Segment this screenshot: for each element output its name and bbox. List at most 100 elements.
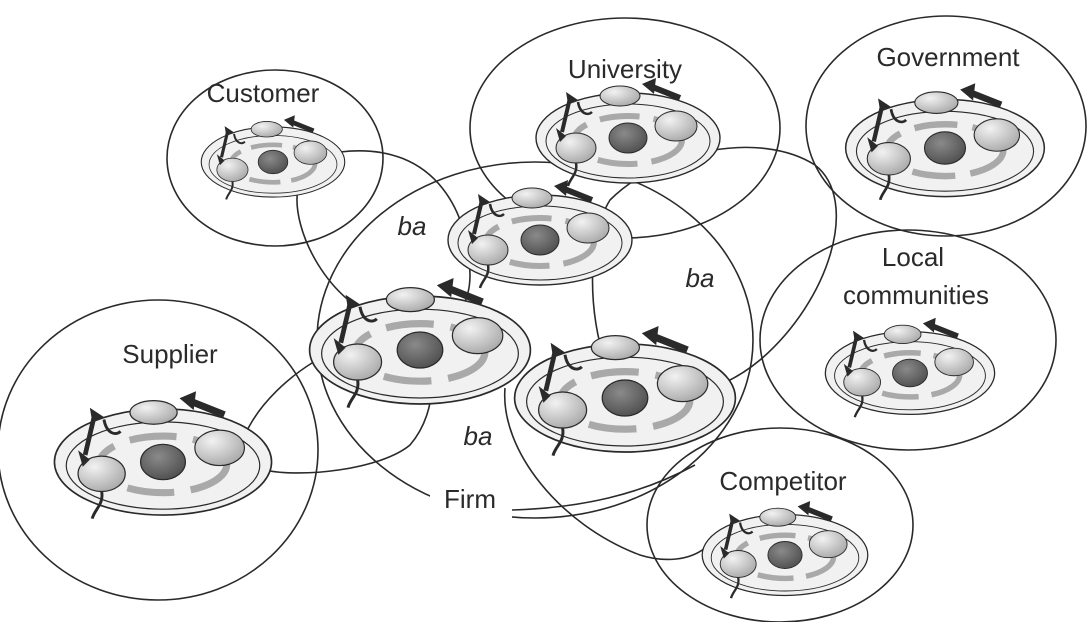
unit-bubble-top [590,334,641,361]
unit-arrowhead-bold [283,115,295,128]
unit-bubble-top [129,400,178,425]
supplier-label: Supplier [122,339,218,369]
unit-arrow-bold [967,88,1003,108]
unit-bubble-top [250,121,283,138]
customer-label: Customer [207,78,320,108]
unit-bubble-right [566,212,610,244]
unit-bubble-top [511,187,553,209]
unit-arrowhead-down [468,230,478,244]
unit-bubble-top [385,286,436,313]
unit-tail [566,162,578,187]
government-circle [805,15,1087,237]
unit-bubble-right [973,118,1021,152]
unit-curl-arrow [889,108,908,124]
unit-curl-arrow [233,133,246,145]
unit-center [767,541,803,569]
unit-arrowhead-bold [641,326,659,346]
unit-supplier [53,391,273,520]
unit-tail [551,427,565,457]
unit-tail [878,174,891,201]
unit-arrowhead-down [843,363,853,377]
firm-label-box [430,478,512,518]
unit-arrowhead-bold [642,78,656,94]
unit-tail [346,379,360,409]
unit-arrowhead-bold [960,83,976,101]
unit-arrow-bold [560,185,594,203]
unit-center [257,149,289,175]
unit-arrowhead-down [333,338,346,355]
government-label: Government [876,42,1020,72]
units-layer [53,78,1046,599]
unit-arrowhead-up [550,342,565,358]
unit-bubble-top [914,91,959,114]
competitor-circle [646,427,914,622]
ba-label-bottom: ba [464,421,493,451]
unit-arrowhead-bold [797,501,811,516]
unit-arrowhead-down [720,546,730,559]
unit-government [844,83,1046,201]
unit-firm-main [308,278,532,409]
unit-arrowhead-down [538,386,551,403]
unit-curl-arrow [563,354,583,371]
local-communities-label-line2: communities [843,280,989,310]
supplier-circle [0,299,319,601]
unit-curl-arrow [488,203,505,218]
unit-competitor [701,501,869,599]
unit-arrow-bold [803,505,833,522]
unit-center [892,358,928,388]
unit-customer [200,115,346,200]
ba-loop-competitor [504,387,706,561]
unit-center [923,131,967,165]
unit-arrow-bold [650,332,689,354]
unit-curl-arrow [358,306,378,323]
unit-arrowhead-up [852,330,864,342]
unit-arrowhead-bold [179,391,197,411]
local-communities-circle [759,229,1057,451]
unit-arrowhead-down [867,137,879,153]
local-communities-label-line1: Local [882,242,944,272]
unit-arrowhead-up [878,98,891,112]
unit-arrowhead-down [78,450,90,467]
unit-arrowhead-down [556,128,566,142]
ba-label-top: ba [398,211,427,241]
unit-bubble-left [332,343,383,381]
unit-tail [225,181,234,200]
unit-bubble-left [77,455,126,493]
competitor-label: Competitor [719,466,846,496]
unit-arrow-bold [289,119,315,133]
unit-arrowhead-up [224,126,234,136]
circles-layer [0,15,1087,622]
unit-arrowhead-up [345,294,360,310]
unit-bubble-right [654,110,698,142]
unit-center [601,379,649,417]
unit-firm-top [447,180,633,289]
unit-arrow-bold [445,284,484,306]
unit-tail [853,395,864,418]
unit-tail [478,264,490,289]
unit-bubble-right [293,140,328,165]
unit-curl-arrow [738,522,754,535]
unit-arrow-bold [648,83,682,101]
unit-center [396,331,444,369]
unit-curl-arrow [862,339,878,352]
ba-loop-university [591,146,838,397]
unit-center [520,224,560,256]
unit-arrowhead-bold [554,180,568,196]
unit-curl-arrow [576,101,593,116]
ba-label-right: ba [686,263,715,293]
unit-bubble-top [599,85,641,107]
unit-bubble-top [883,324,922,345]
unit-arrowhead-up [478,194,490,206]
unit-curl-arrow [102,419,122,435]
unit-arrow-bold [187,397,226,419]
unit-arrowhead-bold [922,317,936,333]
unit-bubble-left [843,367,882,397]
unit-university [535,78,721,187]
unit-tail [729,577,740,599]
unit-arrowhead-down [216,154,225,166]
unit-center [608,122,648,154]
unit-firm-right [513,326,737,457]
university-label: University [568,54,682,84]
unit-bubble-right [934,347,974,377]
firm-label: Firm [444,484,496,514]
